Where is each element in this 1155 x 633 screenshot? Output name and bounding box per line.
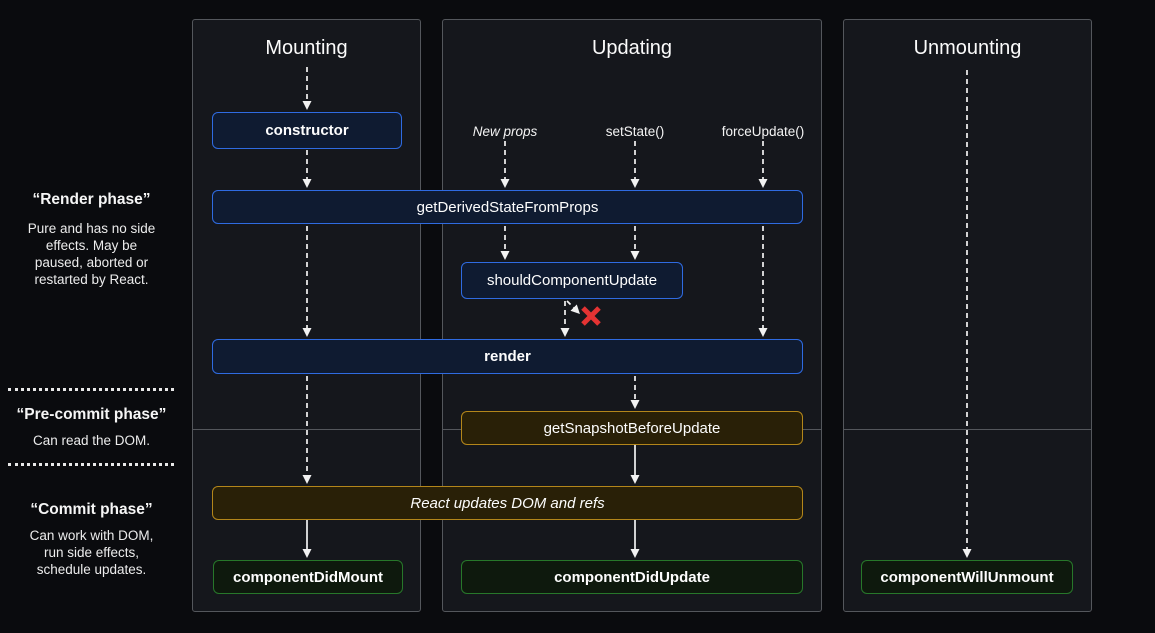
get-derived-state-from-props-box[interactable]: getDerivedStateFromProps — [212, 190, 803, 224]
constructor-box[interactable]: constructor — [212, 112, 402, 149]
trigger-force-update: forceUpdate() — [721, 124, 805, 139]
phase-separator-bottom — [8, 463, 174, 466]
pre-commit-phase-description: Can read the DOM. — [32, 433, 151, 448]
component-did-mount-box[interactable]: componentDidMount — [213, 560, 403, 594]
component-will-unmount-box[interactable]: componentWillUnmount — [861, 560, 1073, 594]
trigger-new-props: New props — [472, 124, 538, 139]
commit-phase-description: Can work with DOM, run side effects, sch… — [29, 528, 154, 577]
updating-panel — [442, 19, 822, 612]
render-box[interactable]: render — [212, 339, 803, 374]
updating-title: Updating — [591, 37, 673, 59]
mounting-panel — [192, 19, 421, 612]
unmounting-title: Unmounting — [913, 37, 1022, 59]
react-updates-dom-box: React updates DOM and refs — [212, 486, 803, 520]
mounting-commit-divider — [193, 429, 421, 430]
mounting-title: Mounting — [265, 37, 348, 59]
should-component-update-box[interactable]: shouldComponentUpdate — [461, 262, 683, 299]
unmounting-commit-divider — [844, 429, 1091, 430]
component-did-update-box[interactable]: componentDidUpdate — [461, 560, 803, 594]
get-snapshot-before-update-box[interactable]: getSnapshotBeforeUpdate — [461, 411, 803, 445]
render-phase-title: “Render phase” — [32, 191, 151, 208]
pre-commit-phase-title: “Pre-commit phase” — [16, 406, 167, 423]
phase-separator-top — [8, 388, 174, 391]
unmounting-panel — [843, 19, 1092, 612]
render-phase-description: Pure and has no side effects. May be pau… — [27, 221, 156, 287]
trigger-set-state: setState() — [605, 124, 665, 139]
commit-phase-title: “Commit phase” — [30, 501, 153, 518]
